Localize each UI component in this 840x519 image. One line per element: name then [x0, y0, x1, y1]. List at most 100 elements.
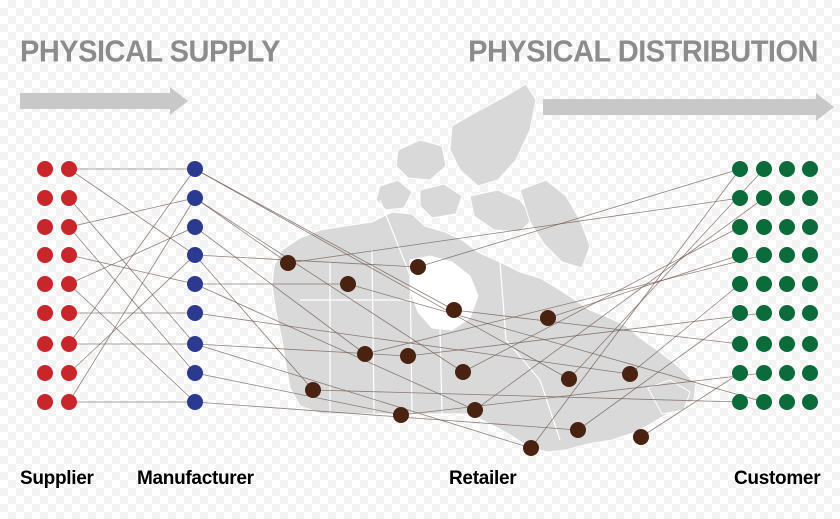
- retailer-node: [446, 302, 462, 318]
- connection-line: [453, 309, 741, 345]
- arrow-physical-distribution: [543, 93, 834, 121]
- customer-node: [756, 219, 772, 235]
- customer-node: [756, 190, 772, 206]
- connection-line: [68, 197, 196, 403]
- supplier-node: [61, 336, 77, 352]
- customer-node: [756, 305, 772, 321]
- retailer-node: [523, 440, 539, 456]
- province-borders: [300, 199, 561, 441]
- retailer-node: [400, 348, 416, 364]
- arrow-physical-supply: [20, 87, 188, 115]
- supplier-node: [37, 394, 53, 410]
- supplier-node: [61, 219, 77, 235]
- connection-lines: [68, 168, 765, 449]
- arctic-island-5: [469, 189, 535, 233]
- customer-node: [732, 190, 748, 206]
- supplier-node: [61, 247, 77, 263]
- connection-line: [629, 283, 741, 375]
- retailer-node: [633, 429, 649, 445]
- connection-line: [194, 168, 455, 311]
- customer-node: [779, 247, 795, 263]
- supplier-node: [37, 336, 53, 352]
- supplier-node: [37, 365, 53, 381]
- connection-line: [530, 168, 741, 449]
- node-layer: [37, 161, 818, 456]
- supplier-node: [61, 305, 77, 321]
- retailer-node: [540, 310, 556, 326]
- connection-line: [417, 168, 741, 268]
- supplier-node: [61, 394, 77, 410]
- connection-line: [68, 254, 196, 374]
- connection-line: [364, 254, 765, 355]
- retailer-node: [467, 402, 483, 418]
- retailer-node: [455, 364, 471, 380]
- retailer-node: [357, 346, 373, 362]
- customer-node: [779, 219, 795, 235]
- customer-node: [732, 161, 748, 177]
- heading-physical-supply: PHYSICAL SUPPLY: [20, 35, 281, 69]
- retailer-node: [570, 422, 586, 438]
- manufacturer-node: [187, 336, 203, 352]
- customer-node: [802, 190, 818, 206]
- customer-node: [779, 394, 795, 410]
- label-retailer: Retailer: [449, 468, 517, 489]
- label-supplier: Supplier: [20, 468, 94, 489]
- supplier-node: [37, 247, 53, 263]
- supplier-node: [61, 190, 77, 206]
- supplier-node: [37, 219, 53, 235]
- label-manufacturer: Manufacturer: [137, 468, 254, 489]
- manufacturer-node: [187, 305, 203, 321]
- customer-node: [802, 161, 818, 177]
- connection-line: [68, 254, 196, 285]
- connection-line: [194, 401, 579, 431]
- customer-node: [779, 276, 795, 292]
- customer-node: [756, 394, 772, 410]
- connection-line: [194, 197, 464, 373]
- customer-node: [802, 219, 818, 235]
- connection-line: [68, 168, 196, 256]
- manufacturer-node: [187, 365, 203, 381]
- arctic-island-4: [419, 183, 463, 219]
- connection-line: [194, 254, 314, 391]
- connection-line: [68, 197, 196, 345]
- retailer-node: [410, 259, 426, 275]
- customer-node: [732, 394, 748, 410]
- customer-node: [756, 247, 772, 263]
- supplier-node: [61, 161, 77, 177]
- customer-node: [756, 276, 772, 292]
- supplier-node: [37, 161, 53, 177]
- connection-line: [407, 312, 765, 357]
- baffin-island: [519, 179, 591, 269]
- supplier-node: [37, 190, 53, 206]
- customer-node: [756, 161, 772, 177]
- customer-node: [756, 336, 772, 352]
- retailer-node: [305, 382, 321, 398]
- manufacturer-node: [187, 190, 203, 206]
- customer-node: [732, 336, 748, 352]
- manufacturer-node: [187, 219, 203, 235]
- customer-node: [779, 336, 795, 352]
- connection-line: [287, 197, 741, 264]
- manufacturer-node: [187, 247, 203, 263]
- customer-node: [732, 247, 748, 263]
- east-island: [647, 379, 691, 415]
- customer-node: [802, 305, 818, 321]
- customer-node: [802, 247, 818, 263]
- supplier-node: [37, 276, 53, 292]
- connection-line: [640, 372, 741, 438]
- customer-node: [802, 365, 818, 381]
- customer-node: [802, 336, 818, 352]
- retailer-node: [280, 255, 296, 271]
- customer-node: [779, 161, 795, 177]
- supplier-node: [61, 276, 77, 292]
- customer-node: [732, 365, 748, 381]
- manufacturer-node: [187, 161, 203, 177]
- manufacturer-node: [187, 276, 203, 292]
- heading-physical-distribution: PHYSICAL DISTRIBUTION: [468, 35, 818, 69]
- customer-node: [732, 305, 748, 321]
- connection-line: [347, 283, 765, 403]
- connection-line: [400, 372, 765, 416]
- customer-node: [802, 276, 818, 292]
- connection-line: [194, 283, 476, 411]
